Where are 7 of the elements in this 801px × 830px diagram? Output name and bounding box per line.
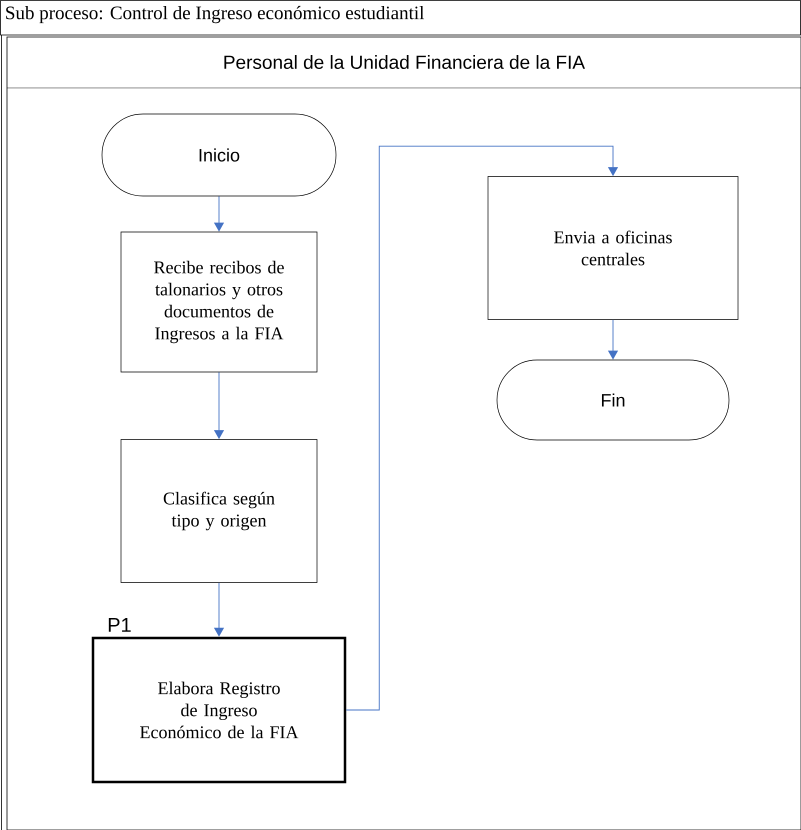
process-box: Clasifica según tipo y origen: [120, 439, 318, 583]
title-band: Sub proceso: Control de Ingreso económico estudiantil: [0, 0, 801, 36]
step-label: P1: [108, 618, 131, 632]
arrow: [346, 146, 618, 710]
process-box: Envia a oficinas centrales: [488, 176, 738, 320]
process-box: Elabora Registro de Ingreso Económico de la FIA: [92, 636, 346, 784]
process-box: Recibe recibos de talonarios y otros documentos de Ingresos a la FIA: [120, 232, 318, 372]
